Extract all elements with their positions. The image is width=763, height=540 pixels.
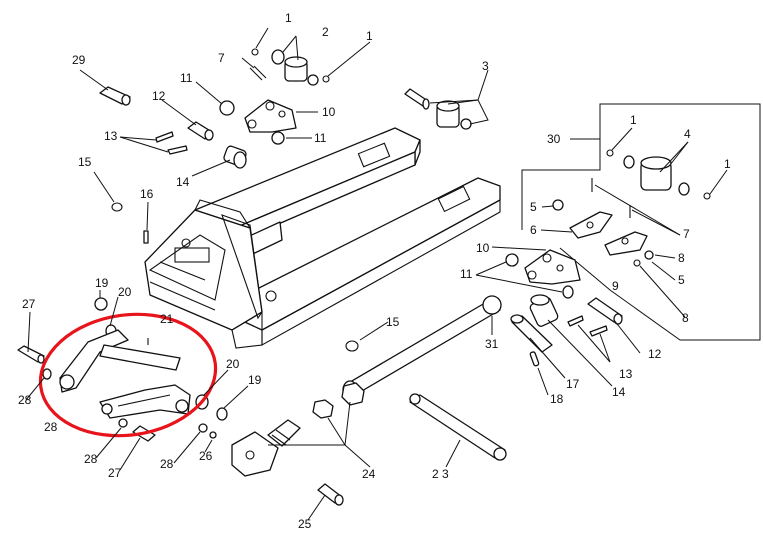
- label-17: 17: [566, 377, 580, 391]
- label-12: 12: [152, 89, 166, 103]
- linkage-assembly: [17, 297, 228, 442]
- label-15: 15: [78, 155, 92, 169]
- roller-2: [284, 56, 308, 82]
- label-12: 12: [648, 347, 662, 361]
- label-27: 27: [22, 297, 36, 311]
- bushing-14-top: [223, 145, 247, 169]
- bracket-10-right: [505, 249, 581, 299]
- label-25: 25: [298, 517, 312, 531]
- label-5: 5: [530, 200, 537, 214]
- leader-lines: [25, 27, 728, 521]
- washer-28-right: [118, 418, 128, 428]
- label-11: 11: [460, 267, 473, 281]
- label-26: 26: [199, 449, 213, 463]
- label-28: 28: [44, 420, 58, 434]
- axle-31: [342, 295, 502, 400]
- label-1: 1: [285, 11, 292, 25]
- label-9: 9: [612, 279, 619, 293]
- label-7: 7: [218, 51, 225, 65]
- label-11: 11: [314, 131, 327, 145]
- bushing-17: [510, 314, 553, 353]
- label-27: 27: [108, 466, 122, 480]
- circlip-15-top: [111, 202, 123, 212]
- pin-25: [317, 483, 344, 506]
- label-5: 5: [678, 273, 685, 287]
- washer: [271, 49, 285, 65]
- label-19: 19: [95, 276, 109, 290]
- washer-19-left: [94, 297, 108, 311]
- label-8: 8: [678, 251, 685, 265]
- split-pins-13-top: [155, 131, 188, 155]
- pin-12-right: [587, 297, 623, 325]
- label-23: 2 3: [432, 467, 449, 481]
- label-29: 29: [72, 53, 86, 67]
- label-28: 28: [160, 457, 174, 471]
- circlip-15-bottom: [345, 340, 359, 352]
- label-13: 13: [104, 129, 118, 143]
- rivets-7-right: [591, 178, 631, 218]
- label-2: 2: [322, 25, 329, 39]
- label-28: 28: [18, 393, 32, 407]
- label-14: 14: [612, 385, 626, 399]
- label-6: 6: [530, 223, 537, 237]
- pin-12-top: [187, 121, 214, 141]
- label-20: 20: [226, 357, 240, 371]
- label-4: 4: [684, 127, 691, 141]
- label-1: 1: [630, 113, 637, 127]
- fork-frame: [144, 127, 501, 349]
- label-15: 15: [386, 315, 400, 329]
- label-18: 18: [550, 392, 564, 406]
- top-wheel-group: [251, 48, 330, 86]
- nut-24: [312, 382, 365, 419]
- label-10: 10: [476, 241, 490, 255]
- label-28: 28: [84, 452, 98, 466]
- shaft-23: [409, 393, 507, 461]
- label-14: 14: [176, 175, 190, 189]
- pin-18: [529, 351, 540, 367]
- red-highlight-circle: [38, 312, 218, 438]
- roller-4: [606, 149, 711, 200]
- label-11: 11: [180, 71, 193, 85]
- assembly-30-frame: [521, 103, 761, 341]
- label-30: 30: [547, 132, 561, 146]
- label-3: 3: [482, 59, 489, 73]
- pin-16: [143, 230, 149, 244]
- label-1: 1: [366, 29, 373, 43]
- label-13: 13: [619, 367, 633, 381]
- link-plates-6: [552, 199, 654, 267]
- washer-28-left: [42, 368, 52, 380]
- label-16: 16: [140, 187, 154, 201]
- label-7: 7: [683, 227, 690, 241]
- label-21: 21: [160, 312, 174, 326]
- circlip-1a: [251, 48, 259, 56]
- bushing-14-right: [529, 294, 559, 327]
- bracket-10: [219, 99, 297, 145]
- label-8: 8: [682, 311, 689, 325]
- fork-clevis-24: [231, 419, 301, 477]
- label-19: 19: [248, 373, 262, 387]
- bolt-roller-3: [404, 88, 472, 130]
- label-24: 24: [362, 467, 376, 481]
- label-10: 10: [322, 105, 336, 119]
- pin-29: [99, 86, 131, 106]
- label-1: 1: [724, 157, 731, 171]
- label-20: 20: [118, 285, 132, 299]
- washer-19-right: [216, 407, 228, 421]
- label-31: 31: [485, 337, 499, 351]
- split-pins-13-right: [567, 315, 608, 337]
- rivet-7-top: [249, 65, 267, 81]
- part-labels: 1 2 1 7 29 11 12 10 11 13 14 15 16 3 30 …: [18, 11, 731, 531]
